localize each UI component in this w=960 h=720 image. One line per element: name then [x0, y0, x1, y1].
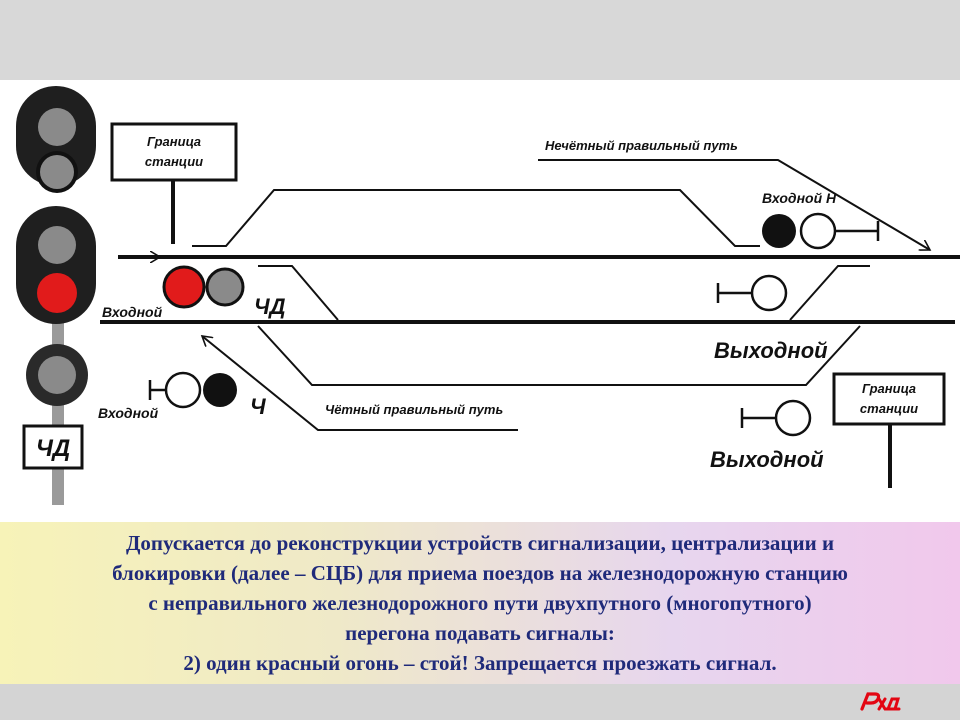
entry-ch-label: Входной — [98, 405, 159, 421]
lower-siding — [257, 325, 861, 386]
exit-signal-lower: Выходной — [710, 399, 824, 472]
station-border-left: Граница станции — [110, 122, 238, 244]
border-label-line2: станции — [860, 401, 918, 416]
rzd-logo-icon — [858, 690, 902, 712]
entry-signal-ch: Входной Ч — [98, 371, 266, 421]
signal-plate-label: ЧД — [36, 435, 70, 462]
lamp-white-icon — [774, 399, 812, 437]
diagram-svg: ЧД Граница станции Нечётный правильный п… — [16, 86, 960, 505]
lamp-red-icon — [162, 265, 206, 309]
lamp-white-icon — [799, 212, 837, 250]
lamp-white-icon — [750, 274, 788, 312]
bottom-band — [0, 684, 960, 720]
chd-mark: ЧД — [254, 294, 286, 319]
border-label-line1: Граница — [147, 134, 201, 149]
caption-line: с неправильного железнодорожного пути дв… — [148, 591, 812, 615]
railway-diagram: ЧД Граница станции Нечётный правильный п… — [0, 80, 960, 520]
odd-direction-arrow — [538, 159, 930, 250]
caption-line: 2) один красный огонь – стой! Запрещаетс… — [183, 651, 777, 675]
border-label-line1: Граница — [862, 381, 916, 396]
mast-pole — [52, 310, 64, 505]
signal-mast: ЧД — [16, 86, 96, 505]
signal-plate — [22, 424, 84, 470]
exit-upper-label: Выходной — [714, 338, 828, 363]
border-label-line2: станции — [145, 154, 203, 169]
exit-signal-upper: Выходной — [714, 274, 828, 363]
caption-line: блокировки (далее – СЦБ) для приема поез… — [112, 561, 848, 585]
entry-signal-chd: Входной ЧД — [102, 265, 286, 320]
lamp-gray-icon — [38, 108, 76, 146]
even-direction-arrow — [202, 336, 518, 431]
lamp-gray-icon — [38, 356, 76, 394]
crossover-right — [789, 265, 870, 321]
entry-n-label: Входной Н — [762, 190, 837, 206]
caption-line: перегона подавать сигналы: — [345, 621, 615, 645]
tracks — [100, 159, 960, 431]
even-track-label: Чётный правильный путь — [325, 402, 503, 417]
exit-lower-label: Выходной — [710, 447, 824, 472]
caption-text: Допускается до реконструкции устройств с… — [10, 528, 950, 678]
lamp-gray-icon — [40, 155, 74, 189]
odd-track-label: Нечётный правильный путь — [545, 138, 738, 153]
lamp-white-icon — [164, 371, 202, 409]
caption-panel: Допускается до реконструкции устройств с… — [0, 522, 960, 684]
crossover-left — [258, 265, 339, 321]
lamp-red-icon — [37, 273, 77, 313]
upper-siding — [192, 189, 760, 247]
entry-chd-label: Входной — [102, 304, 163, 320]
lamp-gray-icon — [205, 267, 245, 307]
entry-signal-n: Входной Н — [762, 190, 880, 250]
caption-line: Допускается до реконструкции устройств с… — [125, 531, 835, 555]
lamp-dark-icon — [762, 214, 796, 248]
top-band — [0, 0, 960, 80]
lamp-gray-icon — [38, 226, 76, 264]
lamp-dark-icon — [203, 373, 237, 407]
ch-mark: Ч — [250, 394, 266, 419]
station-border-right: Граница станции — [832, 372, 946, 488]
